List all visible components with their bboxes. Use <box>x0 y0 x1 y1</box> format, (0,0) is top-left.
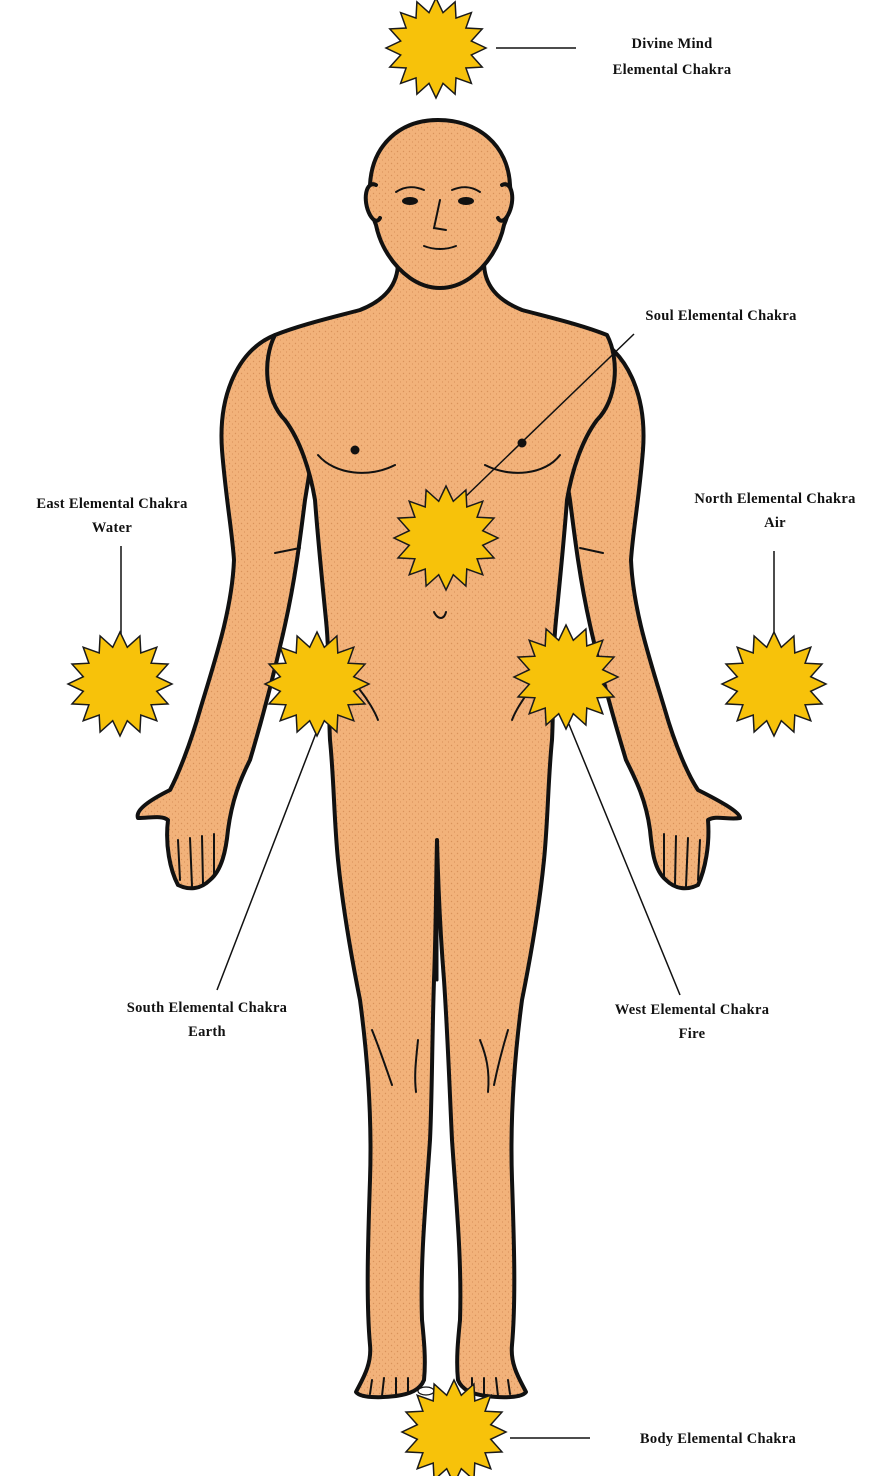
divine-label-line2: Elemental Chakra <box>613 62 732 78</box>
toenail-highlight <box>418 1387 434 1395</box>
north-chakra-icon <box>722 632 826 736</box>
south-chakra-icon <box>265 632 369 736</box>
north-label-line1: North Elemental Chakra <box>694 491 856 507</box>
east-label-line1: East Elemental Chakra <box>36 496 188 512</box>
divine-mind-chakra-icon <box>386 0 486 98</box>
south-label-line1: South Elemental Chakra <box>127 1000 288 1016</box>
left-eye <box>403 198 417 204</box>
body-label: Body Elemental Chakra <box>640 1431 797 1447</box>
soul-label: Soul Elemental Chakra <box>645 308 797 324</box>
torso-and-legs <box>267 262 615 1397</box>
west-chakra-icon <box>514 625 618 729</box>
east-chakra-icon <box>68 632 172 736</box>
east-label-line2: Water <box>92 520 132 536</box>
west-label-line1: West Elemental Chakra <box>615 1002 770 1018</box>
west-label-line2: Fire <box>679 1026 706 1042</box>
soul-chakra-icon <box>394 486 498 590</box>
right-eye <box>459 198 473 204</box>
south-label-line2: Earth <box>188 1024 226 1040</box>
left-nipple <box>352 447 359 454</box>
north-label-line2: Air <box>764 515 786 531</box>
divine-label-line1: Divine Mind <box>631 36 712 52</box>
